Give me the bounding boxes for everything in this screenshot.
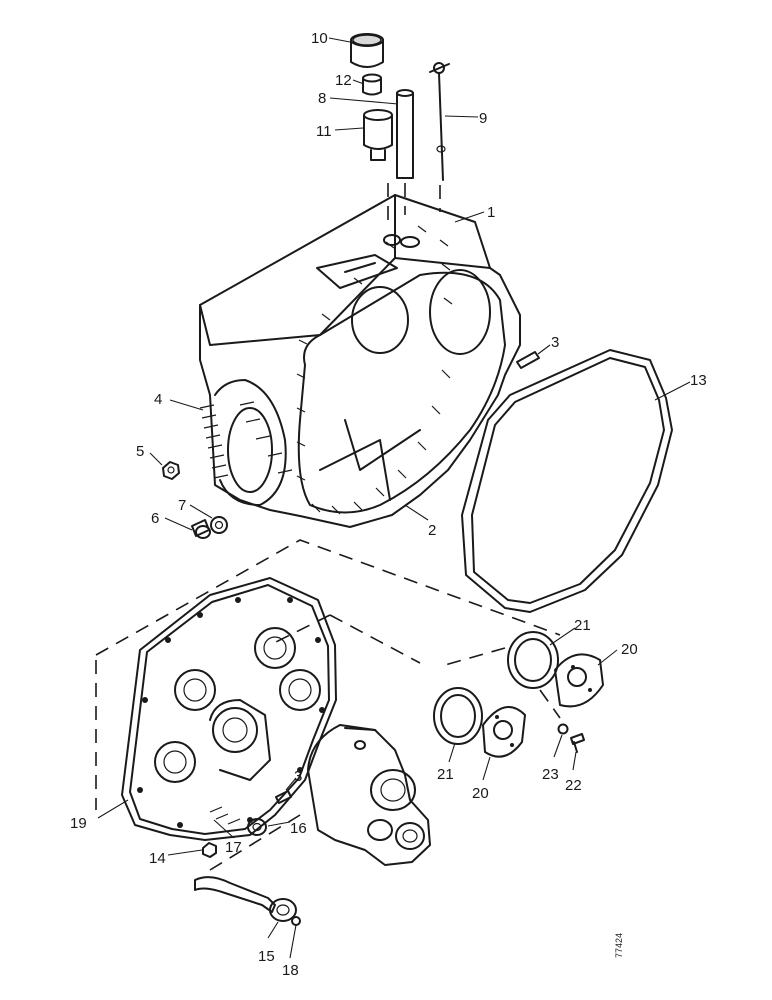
studs-17 [209,806,241,825]
transmission-housing-1 [199,194,521,528]
callout-3b: 3 [294,768,302,785]
diff-housing [307,724,431,866]
dipstick-9 [429,62,450,181]
callout-9: 9 [479,110,487,127]
cover-20 [554,653,604,708]
cover-20b [482,706,526,758]
dashed-guides [95,183,561,871]
bolt-22 [570,733,585,753]
leader-lines [97,37,691,959]
breather-adaptor-11 [363,109,393,161]
callout-1: 1 [487,204,495,221]
callout-22: 22 [565,777,582,794]
callout-20b: 20 [472,785,489,802]
rear-plate-19 [121,577,337,841]
callout-16: 16 [290,820,307,837]
callout-13: 13 [690,372,707,389]
filler-cap-10 [350,33,384,68]
callout-4: 4 [154,391,162,408]
callout-2: 2 [428,522,436,539]
seal-21b [433,687,483,745]
gasket-13 [461,349,673,613]
washer-23 [557,723,569,735]
figure-code: 77424 [614,933,624,958]
callout-18: 18 [282,962,299,979]
studs-2 [296,225,453,515]
screw-18 [291,916,301,926]
callout-17: 17 [225,839,242,856]
callout-labels: 1 2 3 4 5 6 7 8 9 10 11 12 13 14 15 16 1… [70,30,707,979]
dowel-3 [516,351,540,369]
callout-12: 12 [335,72,352,89]
callout-14: 14 [149,850,166,867]
callout-11: 11 [316,123,332,140]
callout-23: 23 [542,766,559,783]
studs-4 [199,401,293,479]
tube-8 [396,89,414,179]
reducer-12 [362,73,382,96]
callout-5: 5 [136,443,144,460]
nut-5 [162,461,180,480]
callout-3: 3 [551,334,559,351]
callout-10: 10 [311,30,328,47]
callout-19: 19 [70,815,87,832]
callout-21b: 21 [437,766,454,783]
callout-8: 8 [318,90,326,107]
callout-7: 7 [178,497,186,514]
callout-6: 6 [151,510,159,527]
nut-14 [202,842,217,858]
callout-20: 20 [621,641,638,658]
callout-21: 21 [574,617,591,634]
callout-15: 15 [258,948,275,965]
seal-21 [507,631,559,689]
washer-16 [247,818,267,836]
pipe-15 [194,876,297,922]
dowel-3b [275,790,292,804]
plug-6 [191,519,211,539]
washer-7 [210,516,228,534]
